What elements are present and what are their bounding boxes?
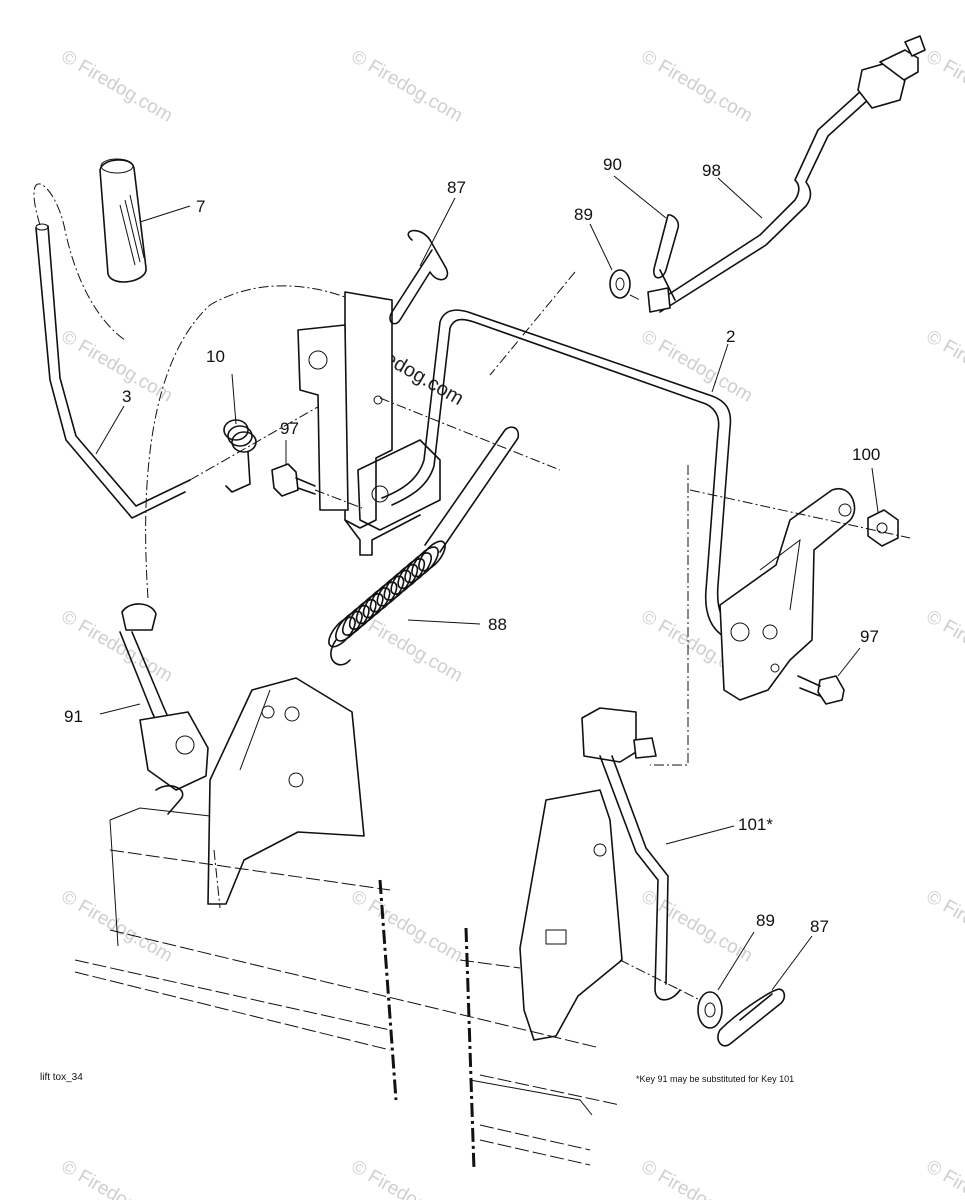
footnote: *Key 91 may be substituted for Key 101: [636, 1074, 794, 1084]
spring-hook-rod: [424, 426, 520, 553]
callout-87: 87: [447, 178, 466, 197]
lift-lever-3: [33, 183, 191, 519]
lift-rod-2: [381, 309, 741, 641]
watermark: © Firedog.com: [923, 326, 965, 407]
pivot-bracket-right: [719, 487, 856, 701]
callout-89: 89: [756, 911, 775, 930]
watermark: © Firedog.com: [58, 326, 177, 407]
watermark: © Firedog.com: [58, 46, 177, 127]
torsion-spring-10: [223, 419, 257, 493]
watermark: © Firedog.com: [638, 326, 757, 407]
watermark: © Firedog.com: [348, 886, 467, 967]
watermark: © Firedog.com: [923, 1156, 965, 1200]
callout-101: 101*: [738, 815, 773, 834]
leader-lines: [95, 175, 879, 991]
assembly-line: [689, 489, 911, 539]
mower-deck-outline: [74, 807, 621, 1171]
watermark: © Firedog.com: [58, 606, 177, 687]
handle-grip-7: [99, 158, 147, 283]
hairpin-clip-87: [717, 988, 786, 1047]
watermark: © Firedog.com: [348, 46, 467, 127]
callout-3: 3: [122, 387, 131, 406]
watermark: © Firedog.com: [638, 46, 757, 127]
callout-100: 100: [852, 445, 880, 464]
callout-10: 10: [206, 347, 225, 366]
spring-hook: [330, 639, 351, 666]
callout-89: 89: [574, 205, 593, 224]
watermark: © Firedog.com: [348, 606, 467, 687]
callout-90: 90: [603, 155, 622, 174]
callout-labels: 7 87 90 98 89 10 3 2 97 100 88 97 91 101…: [64, 155, 880, 936]
assembly-line: [619, 959, 701, 1001]
watermark-layer: © Firedog.com © Firedog.com © Firedog.co…: [58, 46, 965, 1200]
nut-100: [867, 509, 899, 547]
deck-bracket-right: [519, 789, 623, 1041]
deck-bracket-left: [207, 677, 365, 905]
assembly-line: [145, 285, 373, 599]
callout-97: 97: [280, 419, 299, 438]
hairpin-clip-87: [389, 229, 449, 325]
assembly-line: [489, 271, 641, 376]
watermark: © Firedog.com: [348, 1156, 467, 1200]
extension-spring-88: [328, 540, 446, 666]
lift-link-98: [647, 35, 926, 313]
washer-89: [609, 269, 631, 299]
callout-88: 88: [488, 615, 507, 634]
drawing-id: lift tox_34: [40, 1072, 83, 1083]
callout-91: 91: [64, 707, 83, 726]
assembly-line: [379, 397, 561, 471]
watermark: © Firedog.com: [58, 1156, 177, 1200]
watermark: © Firedog.com: [923, 886, 965, 967]
lift-bracket: [297, 291, 441, 556]
callout-98: 98: [702, 161, 721, 180]
clip-90: [653, 214, 680, 301]
spring-coil: [418, 540, 446, 572]
watermark: © Firedog.com: [923, 46, 965, 127]
callout-97: 97: [860, 627, 879, 646]
lift-link-101: [581, 707, 681, 1001]
watermark: © Firedog.com: [638, 1156, 757, 1200]
washer-89: [697, 991, 723, 1029]
callout-2: 2: [726, 327, 735, 346]
bolt-97: [271, 463, 363, 509]
watermark: © Firedog.com: [923, 606, 965, 687]
assembly-line: [650, 465, 689, 766]
assembly-line: [189, 399, 331, 481]
callout-87: 87: [810, 917, 829, 936]
bolt-97: [797, 675, 845, 705]
callout-7: 7: [196, 197, 205, 216]
